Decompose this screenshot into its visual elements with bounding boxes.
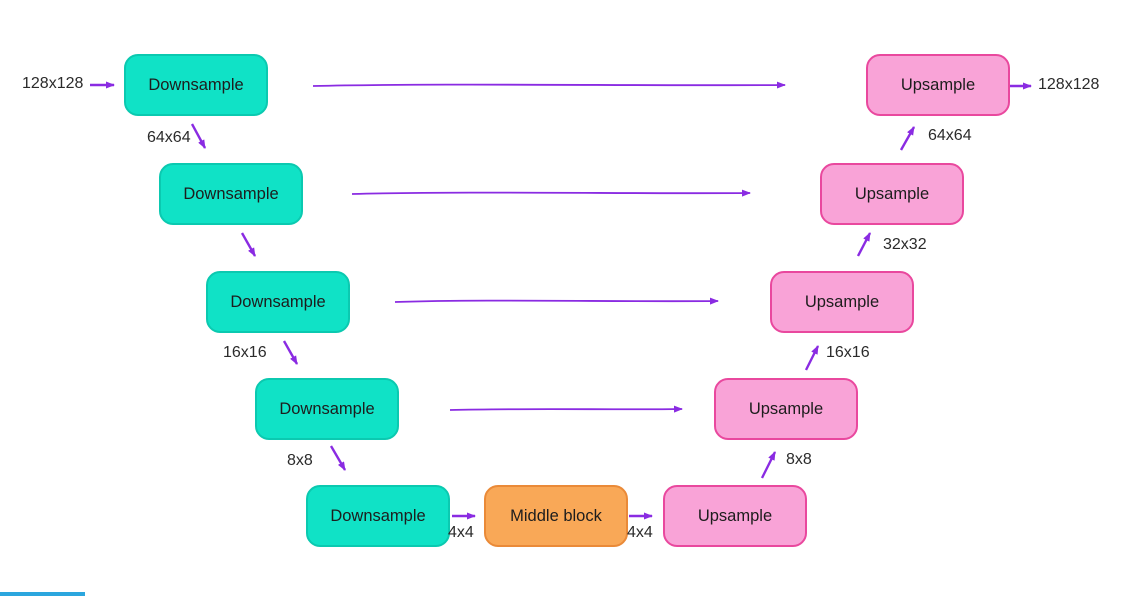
down-arrow-3 (282, 340, 299, 365)
node-downsample-2: Downsample (159, 163, 303, 225)
bottom-left-accent-bar (0, 592, 85, 596)
node-downsample-5: Downsample (306, 485, 450, 547)
size-label-up-8: 8x8 (786, 451, 812, 468)
node-upsample-5: Upsample (866, 54, 1010, 116)
size-label-down-16: 16x16 (223, 344, 267, 361)
node-upsample-2: Upsample (714, 378, 858, 440)
skip-arrow-3 (394, 297, 719, 305)
input-size-label: 128x128 (22, 75, 84, 92)
skip-arrow-1 (312, 81, 786, 89)
up-arrow-4 (899, 126, 916, 151)
up-arrow-2 (804, 345, 820, 371)
node-downsample-3: Downsample (206, 271, 350, 333)
down-arrow-1 (190, 123, 207, 149)
node-upsample-4: Upsample (820, 163, 964, 225)
up-arrow-1 (760, 451, 777, 479)
skip-arrow-2 (351, 189, 751, 197)
node-upsample-3: Upsample (770, 271, 914, 333)
size-label-down-8: 8x8 (287, 452, 313, 469)
node-downsample-4: Downsample (255, 378, 399, 440)
size-label-up-16: 16x16 (826, 344, 870, 361)
size-label-up-32: 32x32 (883, 236, 927, 253)
size-label-up-4: 4x4 (627, 524, 653, 541)
node-downsample-1: Downsample (124, 54, 268, 116)
down-arrow-4 (329, 445, 347, 471)
down-arrow-2 (240, 232, 257, 257)
node-middle-block: Middle block (484, 485, 628, 547)
output-size-label: 128x128 (1038, 76, 1100, 93)
skip-arrow-4 (449, 405, 683, 413)
node-upsample-1: Upsample (663, 485, 807, 547)
size-label-up-64: 64x64 (928, 127, 972, 144)
up-arrow-3 (856, 232, 872, 257)
size-label-down-4: 4x4 (448, 524, 474, 541)
size-label-down-64: 64x64 (147, 129, 191, 146)
